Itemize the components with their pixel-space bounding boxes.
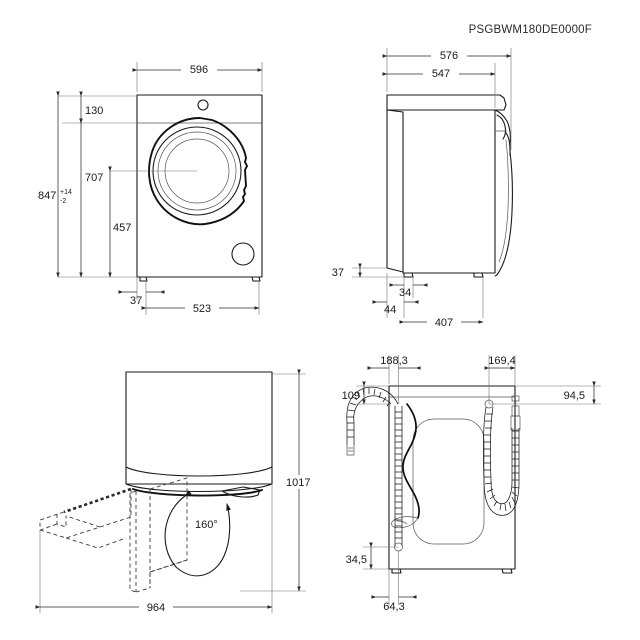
swing-door-down-face: [149, 477, 188, 573]
dim-front-width-bg: [181, 62, 217, 76]
rear-service-panel: [412, 418, 485, 545]
dim-side-footspan-bg: [427, 315, 461, 329]
swing-door-open-panel: [39, 515, 102, 539]
side-body-outline: [402, 109, 496, 274]
swing-door-open-lower: [65, 537, 127, 549]
dim-front-footspan-bg: [185, 301, 219, 315]
rear-foot-left: [391, 568, 402, 574]
front-view: 596 130 707 457 847 +14 -2 37 523: [38, 62, 263, 315]
dim-front-panel-label: 130: [85, 105, 103, 117]
side-view: 576 547 37 34 44 407: [332, 48, 513, 329]
dim-side-footspan-label: 407: [435, 317, 453, 329]
swing-door-open-edge-top: [63, 487, 132, 514]
side-handle-recess: [496, 114, 506, 140]
dim-side-offset-label: 44: [384, 304, 396, 316]
front-cabinet-outline: [136, 94, 263, 278]
dim-front-doorcenter-bg: [83, 170, 109, 184]
program-knob-icon: [197, 99, 209, 111]
rear-cabinet-outline: [388, 385, 516, 570]
dim-swing-depth-bg: [139, 600, 173, 614]
dim-front-height-tol-upper: +14: [60, 189, 72, 196]
dim-side-depth-total-bg: [431, 48, 467, 62]
dim-swing-height-label: 1017: [286, 477, 310, 489]
side-front-door-profile: [494, 109, 513, 277]
swing-angle-arc-right: [175, 503, 231, 577]
side-handle-edge: [505, 132, 511, 156]
power-plug-detail: [396, 520, 408, 525]
dim-front-footspan-label: 523: [193, 303, 211, 315]
filter-flap-icon: [231, 242, 255, 266]
swing-front-lip: [125, 466, 273, 477]
door-swing-view: 160° 1017 964: [35, 369, 315, 614]
swing-angle-arc-left: [164, 490, 192, 568]
dim-front-height-tol-lower: -2: [60, 198, 66, 205]
dim-side-plinth-label: 37: [332, 267, 344, 279]
dim-front-width-label: 596: [190, 64, 208, 76]
side-top-cap: [386, 94, 507, 111]
dim-side-depth-total-label: 576: [440, 50, 458, 62]
dim-rear-topleft-label: 109: [342, 390, 360, 402]
side-rear-panel: [386, 109, 404, 273]
dim-swing-depth-label: 964: [147, 602, 165, 614]
dim-door-angle-label: 160°: [195, 519, 218, 531]
drain-hose: [346, 386, 403, 552]
dim-side-depth-body-label: 547: [432, 68, 450, 80]
dim-swing-height-bg: [285, 475, 315, 489]
dim-front-height-label: 847: [38, 190, 56, 202]
dim-rear-topright-label: 94,5: [564, 390, 585, 402]
swing-door-down-back: [129, 490, 137, 593]
drawing-title: PSGBWM180DE0000F: [469, 24, 592, 36]
rear-foot-right: [501, 568, 513, 574]
dim-side-depth-body-bg: [423, 66, 459, 80]
swing-door-open-end: [56, 514, 67, 528]
power-plug-icon: [391, 516, 419, 529]
front-foot-right: [251, 276, 261, 282]
dim-front-footinset-label: 37: [130, 295, 142, 307]
swing-door-leaf-closed: [132, 488, 263, 497]
swing-body-outline: [125, 371, 273, 485]
side-foot-front: [403, 272, 414, 278]
swing-door-open-hinge: [99, 489, 132, 528]
dim-rear-hoseoffset-label: 64,3: [383, 601, 404, 613]
side-door-inner-profile: [498, 139, 509, 263]
swing-door-down-bottom1: [135, 587, 151, 593]
power-cord: [402, 403, 420, 519]
front-foot-left: [139, 276, 148, 282]
dim-front-doorbottom-label: 457: [113, 222, 131, 234]
door-outer-ring: [148, 117, 248, 226]
dim-front-doorcenter-label: 707: [85, 172, 103, 184]
dim-rear-drain-label: 188,3: [380, 355, 408, 367]
dim-rear-bottomoffset-label: 34,5: [346, 554, 367, 566]
dim-rear-inlet-label: 169,4: [488, 355, 516, 367]
side-foot-rear: [473, 272, 484, 278]
rear-view: 188,3 169,4 109 94,5 34,5 64,3: [342, 355, 601, 613]
swing-bottom-curve: [125, 483, 273, 493]
dim-side-footwidth-label: 34: [399, 287, 411, 299]
inlet-hose: [483, 395, 521, 516]
swing-door-open-face: [39, 511, 65, 531]
